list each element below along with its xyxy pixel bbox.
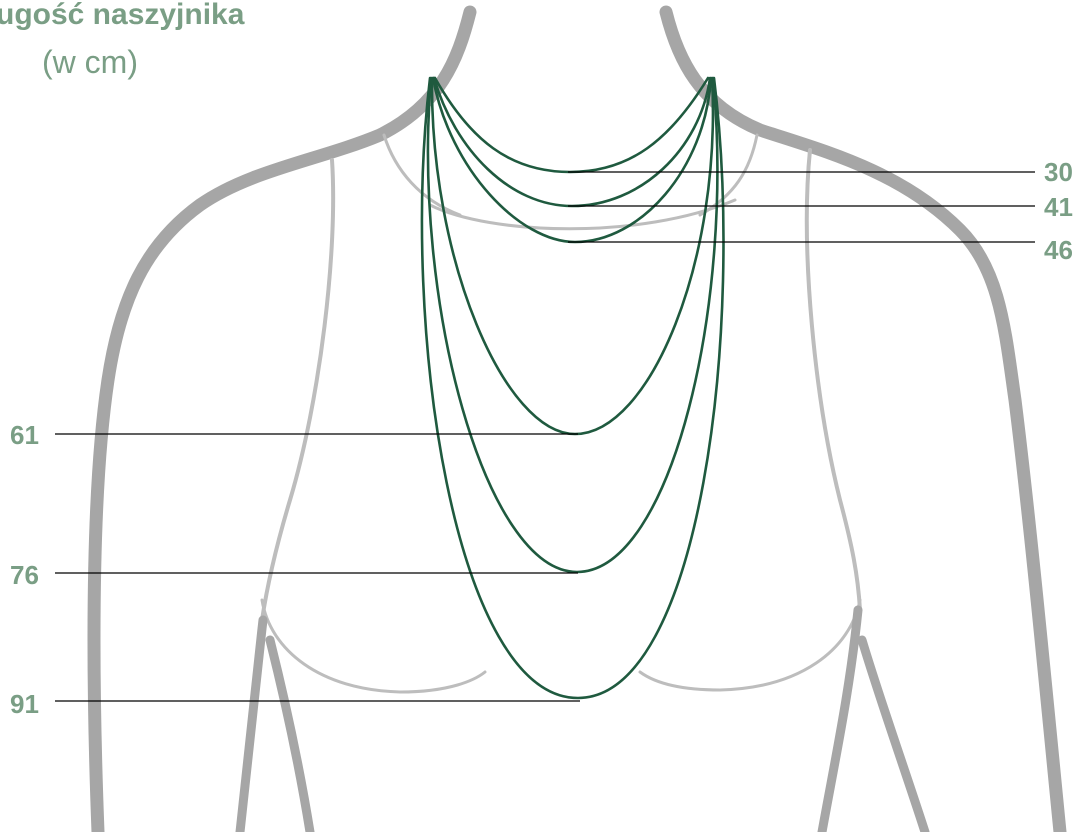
necklace-41 <box>434 78 710 206</box>
necklace-46 <box>433 78 711 242</box>
body-silhouette <box>94 12 1060 832</box>
right-breast-curve <box>640 600 860 690</box>
left-breast-curve <box>262 600 485 692</box>
diagram-title: ugość naszyjnika <box>0 0 245 31</box>
diagram-subtitle: (w cm) <box>42 44 138 80</box>
necklaces <box>422 78 724 698</box>
length-label-41: 41 <box>1044 192 1073 222</box>
right-arm-inner-line <box>807 150 860 610</box>
length-label-46: 46 <box>1044 235 1073 265</box>
length-label-76: 76 <box>10 560 39 590</box>
right-neck-shoulder-outline <box>666 12 1060 832</box>
right-torso-side-2 <box>862 640 925 832</box>
left-torso-side-2 <box>270 640 310 832</box>
left-arm-inner-line <box>262 160 333 620</box>
leader-lines <box>55 172 1035 701</box>
length-label-91: 91 <box>10 689 39 719</box>
length-label-30: 30 <box>1044 157 1073 187</box>
left-torso-side <box>240 620 263 832</box>
length-label-61: 61 <box>10 420 39 450</box>
